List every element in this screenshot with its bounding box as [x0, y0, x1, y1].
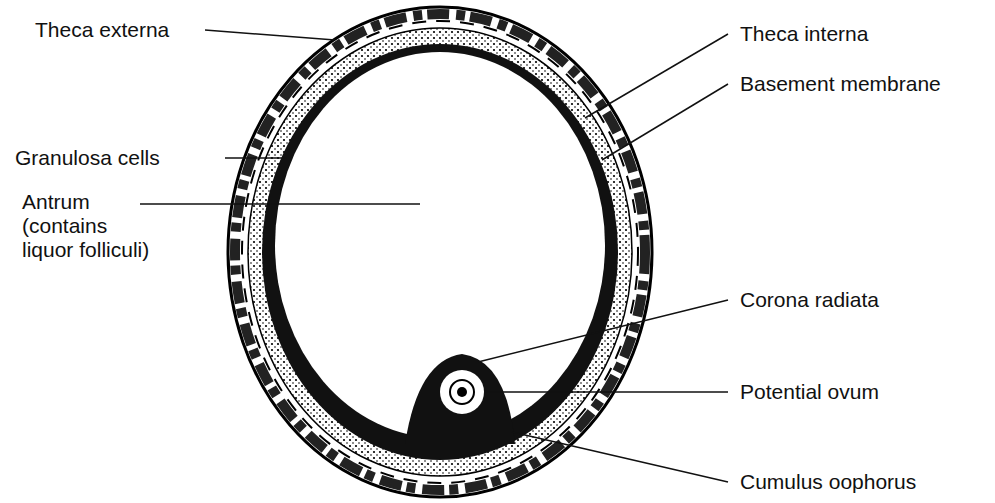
theca-externa-fibres — [242, 21, 638, 483]
part-label: Theca externa — [35, 18, 169, 42]
theca-interna — [248, 28, 632, 476]
leader-line — [486, 391, 728, 393]
part-label: Antrum (contains liquor folliculi) — [22, 190, 162, 262]
part-label: Potential ovum — [740, 380, 879, 404]
cumulus-oophorus — [405, 354, 515, 444]
leader-line — [512, 432, 728, 482]
part-label: Basement membrane — [740, 72, 941, 96]
theca-externa — [228, 7, 652, 497]
theca-externa-fibres — [235, 14, 645, 490]
leader-line — [478, 300, 728, 362]
leader-line — [602, 84, 728, 160]
part-label: Cumulus oophorus — [740, 470, 916, 494]
ovum — [450, 380, 474, 404]
leader-line — [205, 30, 335, 40]
leader-line — [140, 203, 420, 205]
nucleus — [457, 387, 467, 397]
zona-pellucida — [440, 370, 484, 414]
part-label: Granulosa cells — [15, 146, 160, 170]
part-label: Corona radiata — [740, 288, 879, 312]
part-label: Theca interna — [740, 22, 868, 46]
granulosa-layer — [262, 44, 618, 460]
leader-line — [585, 34, 728, 118]
leader-line — [225, 157, 287, 159]
